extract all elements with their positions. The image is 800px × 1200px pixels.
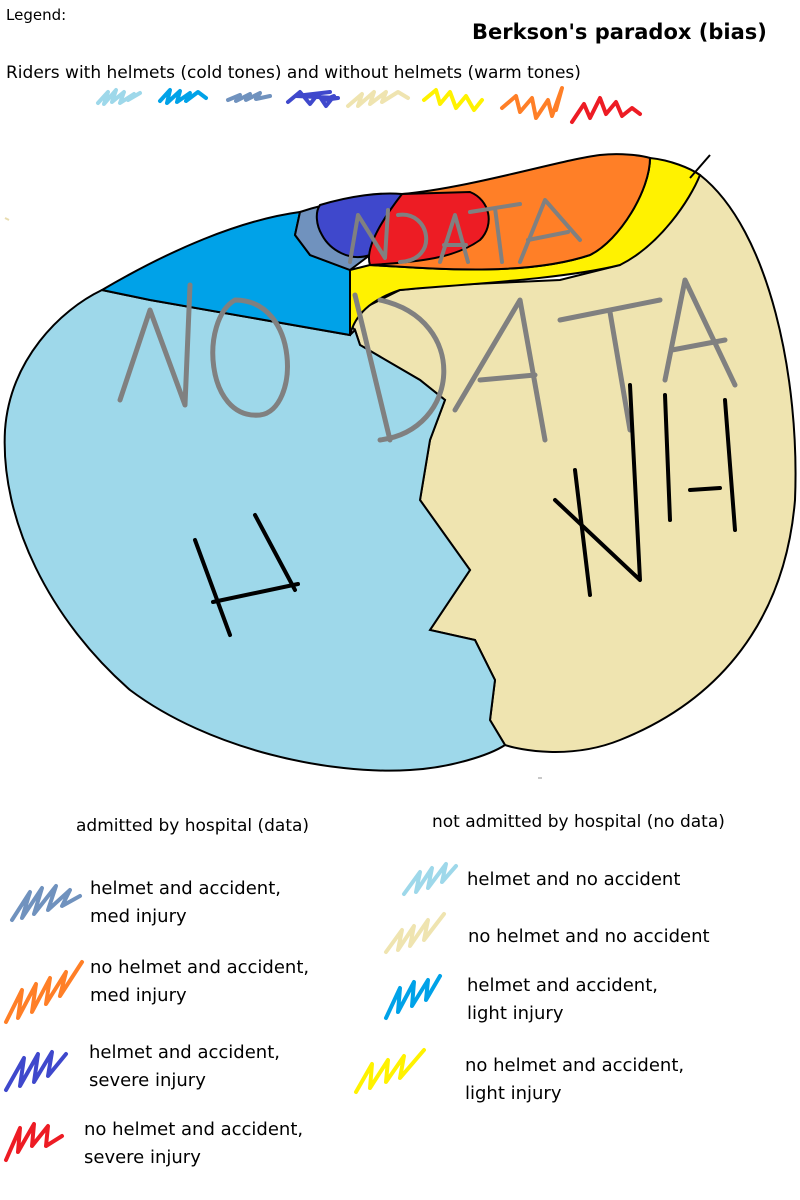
red-scribble-icon [4, 1122, 64, 1162]
legend-item-line2: light injury [467, 1003, 564, 1024]
legend-item-no-helmet-med-injury: no helmet and accident, med injury [90, 954, 309, 1010]
legend-item-no-helmet-no-accident: no helmet and no accident [468, 923, 710, 951]
light-blue-swatch-icon [96, 88, 142, 106]
orange-swatch-icon [500, 86, 564, 120]
light-blue-scribble-icon [402, 862, 458, 896]
legend-item-line2: severe injury [84, 1147, 201, 1168]
legend-item-helmet-light-injury: helmet and accident, light injury [467, 972, 658, 1028]
legend-item-line2: med injury [90, 985, 187, 1006]
not-admitted-heading: not admitted by hospital (no data) [432, 812, 725, 832]
beige-swatch-icon [346, 90, 410, 108]
stray-mark [4, 217, 10, 221]
region-helmet-no-accident [3, 288, 507, 772]
yellow-swatch-icon [422, 88, 484, 112]
color-swatch-row [96, 86, 642, 124]
legend-item-line1: helmet and no accident [467, 869, 681, 890]
blue-scribble-icon [384, 974, 442, 1020]
edge-tick [689, 154, 711, 179]
admitted-heading: admitted by hospital (data) [76, 816, 310, 836]
legend-item-line1: no helmet and accident, [465, 1055, 685, 1076]
dark-blue-scribble-icon [4, 1050, 68, 1092]
handwritten-nh [553, 383, 737, 597]
legend-item-no-helmet-severe-injury: no helmet and accident, severe injury [84, 1116, 303, 1172]
handwritten-no-data-small [348, 198, 582, 264]
legend-item-line1: helmet and accident, [89, 1042, 280, 1063]
orange-scribble-icon [4, 960, 84, 1024]
red-swatch-icon [570, 96, 642, 124]
legend-item-line2: med injury [90, 906, 187, 927]
dark-blue-swatch-icon [286, 90, 340, 108]
legend-item-helmet-no-accident: helmet and no accident [467, 866, 680, 894]
legend-item-line2: severe injury [89, 1070, 206, 1091]
handwritten-no-data-large [117, 277, 738, 443]
legend-item-line1: no helmet and accident, [90, 957, 310, 978]
legend-item-line1: no helmet and accident, [84, 1119, 304, 1140]
diagram-subtitle: Riders with helmets (cold tones) and wit… [6, 63, 581, 83]
diagram-title: Berkson's paradox (bias) [472, 20, 767, 44]
yellow-scribble-icon [354, 1048, 426, 1094]
handwritten-h [193, 513, 300, 637]
berkson-diagram [3, 153, 797, 779]
legend-item-no-helmet-light-injury: no helmet and accident, light injury [465, 1052, 684, 1108]
blue-gray-swatch-icon [226, 91, 272, 103]
blue-gray-scribble-icon [10, 884, 82, 922]
beige-scribble-icon [384, 912, 446, 954]
legend-item-line2: light injury [465, 1083, 562, 1104]
legend-heading: Legend: [6, 6, 67, 24]
blue-swatch-icon [158, 88, 208, 105]
legend-item-helmet-med-injury: helmet and accident, med injury [90, 875, 281, 931]
legend-item-line1: no helmet and no accident [468, 926, 710, 947]
legend-item-helmet-severe-injury: helmet and accident, severe injury [89, 1039, 280, 1095]
legend-item-line1: helmet and accident, [467, 975, 658, 996]
legend-item-line1: helmet and accident, [90, 878, 281, 899]
